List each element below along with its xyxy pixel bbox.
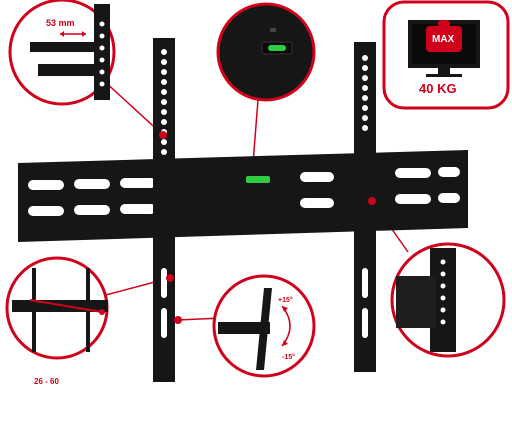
- left-vertical-arm: [153, 38, 182, 382]
- right-vertical-arm: [354, 42, 376, 372]
- bubble-level-icon: [246, 176, 270, 183]
- callout-dot: [368, 197, 376, 205]
- zoom-hole-spacing: [8, 0, 116, 106]
- weight-icon: [426, 26, 462, 52]
- wall-plate: [18, 150, 468, 242]
- hole-spacing-label: 53 mm: [46, 18, 75, 28]
- max-badge-label: MAX: [432, 34, 455, 45]
- zoom-bubble-level: [216, 2, 316, 102]
- screen-size-label: 26 - 60: [34, 377, 59, 386]
- callout-dot: [159, 131, 167, 139]
- tilt-down-label: -15°: [282, 354, 295, 361]
- callout-dot: [166, 274, 174, 282]
- callout-dot: [174, 316, 182, 324]
- max-load-badge: [382, 0, 510, 110]
- zoom-screen-size: [5, 256, 109, 360]
- max-load-label: 40 KG: [419, 81, 457, 96]
- tilt-up-label: +15°: [278, 297, 293, 304]
- zoom-side-bracket: [390, 242, 506, 358]
- zoom-tilt: [212, 274, 316, 378]
